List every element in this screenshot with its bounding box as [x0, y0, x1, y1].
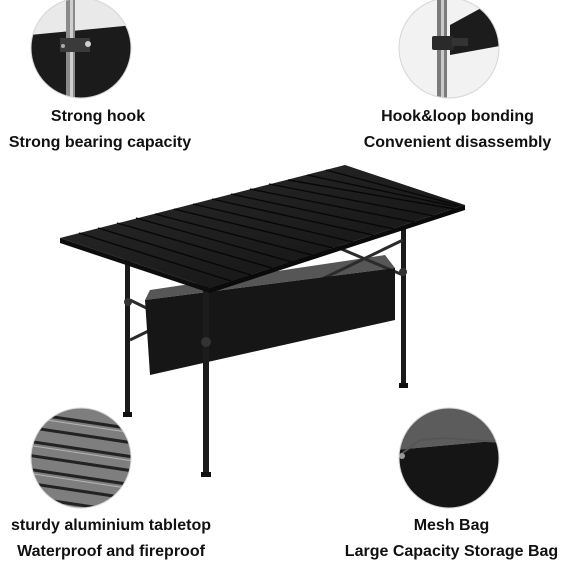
callout-mesh-bag: Mesh Bag Large Capacity Storage Bag: [340, 513, 563, 565]
callout-title: Strong hook: [50, 108, 146, 125]
folding-table: [60, 165, 465, 477]
tabletop-slats-closeup-icon: [30, 407, 132, 509]
callout-subtitle: Waterproof and fireproof: [17, 543, 205, 560]
callout-title: Mesh Bag: [413, 517, 490, 534]
callout-strong-hook: Strong hook Strong bearing capacity: [0, 104, 196, 156]
strong-hook-closeup-icon: [30, 0, 132, 99]
callout-subtitle: Convenient disassembly: [363, 134, 552, 151]
callout-title: sturdy aluminium tabletop: [10, 517, 211, 534]
callout-tabletop: sturdy aluminium tabletop Waterproof and…: [0, 513, 222, 565]
callout-hook-loop: Hook&loop bonding Convenient disassembly: [352, 104, 563, 156]
callout-title: Hook&loop bonding: [381, 108, 534, 125]
hook-loop-closeup-icon: [398, 0, 500, 99]
callout-subtitle: Strong bearing capacity: [8, 134, 192, 151]
callout-subtitle: Large Capacity Storage Bag: [344, 543, 559, 560]
mesh-bag-closeup-icon: [398, 407, 500, 509]
